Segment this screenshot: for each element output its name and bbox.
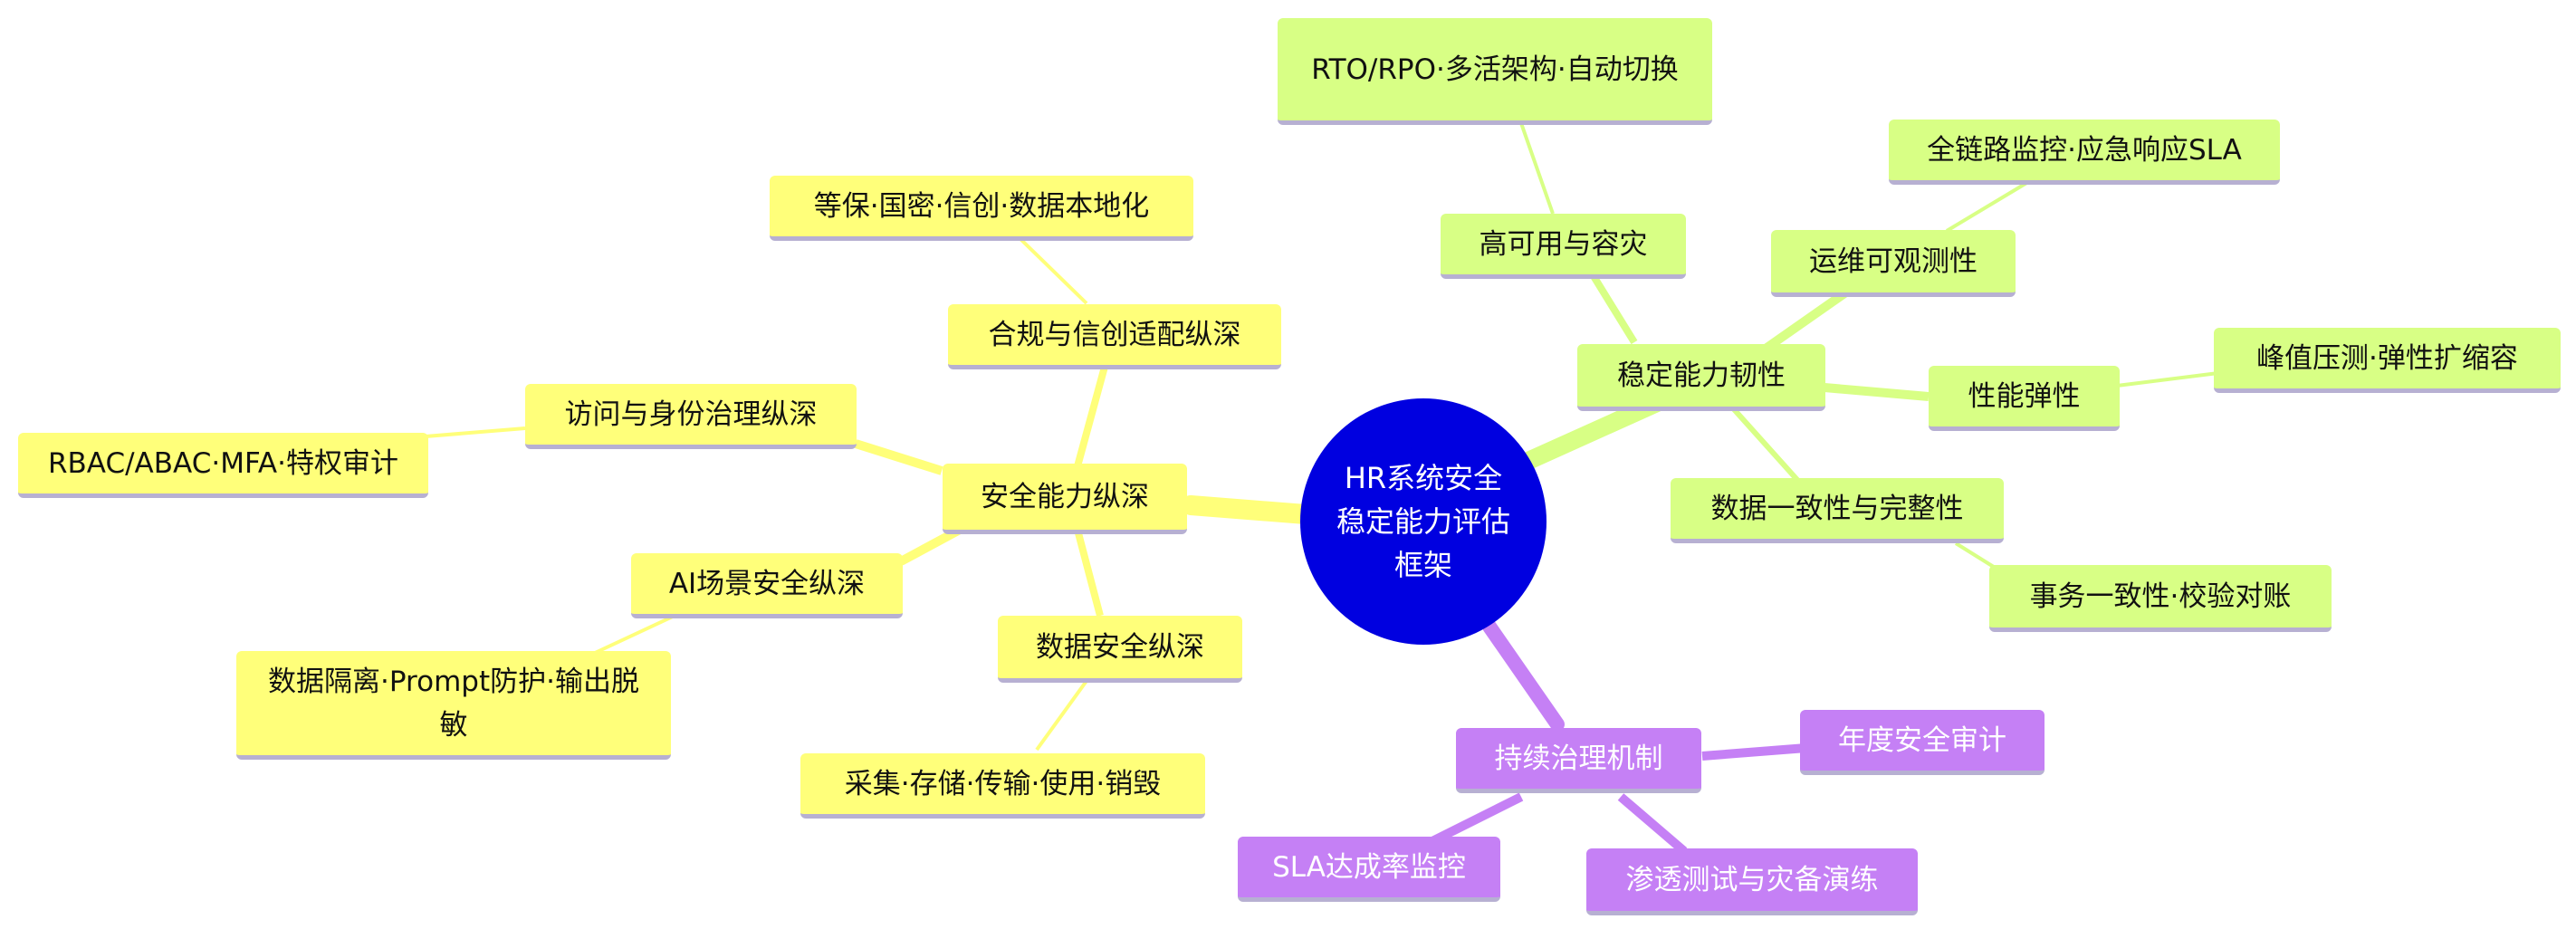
- node-data-detail[interactable]: 采集·存储·传输·使用·销毁: [800, 753, 1205, 819]
- node-stability[interactable]: 稳定能力韧性: [1577, 344, 1825, 411]
- node-security[interactable]: 安全能力纵深: [943, 464, 1187, 534]
- node-ops[interactable]: 运维可观测性: [1771, 230, 2016, 297]
- link-data-detail: [1035, 679, 1088, 752]
- link-root-governance: [1482, 619, 1565, 732]
- link-governance-pentest: [1617, 793, 1688, 855]
- node-ha-detail[interactable]: RTO/RPO·多活架构·自动切换: [1278, 18, 1712, 125]
- link-security-access: [854, 439, 943, 475]
- link-perf-detail: [2116, 371, 2219, 388]
- node-ai[interactable]: AI场景安全纵深: [631, 553, 903, 618]
- link-root-stability: [1521, 394, 1666, 469]
- link-stability-perf: [1824, 383, 1930, 401]
- link-ops-detail: [1945, 177, 2035, 233]
- link-security-data: [1074, 528, 1104, 618]
- link-stability-ops: [1763, 287, 1850, 353]
- node-access[interactable]: 访问与身份治理纵深: [525, 384, 857, 449]
- node-perf-detail[interactable]: 峰值压测·弹性扩缩容: [2214, 328, 2561, 393]
- link-compliance-detail: [1017, 235, 1088, 305]
- link-ai-detail: [592, 614, 675, 656]
- link-consistency-detail: [1954, 541, 1998, 570]
- link-ha-detail: [1519, 122, 1555, 215]
- link-access-detail: [425, 426, 526, 438]
- node-perf[interactable]: 性能弹性: [1929, 366, 2120, 431]
- node-ha[interactable]: 高可用与容灾: [1441, 214, 1686, 279]
- link-security-ai: [898, 525, 962, 566]
- node-compliance-detail[interactable]: 等保·国密·信创·数据本地化: [770, 176, 1193, 241]
- node-governance[interactable]: 持续治理机制: [1456, 728, 1701, 793]
- root-node[interactable]: HR系统安全稳定能力评估框架: [1300, 398, 1547, 645]
- node-governance-sla[interactable]: SLA达成率监控: [1238, 837, 1500, 902]
- node-ai-detail[interactable]: 数据隔离·Prompt防护·输出脱敏: [236, 651, 671, 760]
- node-consistency-detail[interactable]: 事务一致性·校验对账: [1989, 565, 2332, 632]
- node-governance-audit[interactable]: 年度安全审计: [1800, 710, 2045, 775]
- link-stability-consistency: [1731, 407, 1800, 483]
- link-root-security: [1181, 495, 1316, 524]
- node-consistency[interactable]: 数据一致性与完整性: [1671, 478, 2004, 543]
- link-governance-audit: [1701, 743, 1807, 761]
- node-ops-detail[interactable]: 全链路监控·应急响应SLA: [1889, 120, 2280, 185]
- node-access-detail[interactable]: RBAC/ABAC·MFA·特权审计: [18, 433, 428, 498]
- link-security-compliance: [1074, 365, 1108, 468]
- node-governance-pentest[interactable]: 渗透测试与灾备演练: [1586, 848, 1918, 915]
- link-stability-ha: [1590, 273, 1638, 345]
- node-compliance[interactable]: 合规与信创适配纵深: [948, 304, 1281, 369]
- node-data[interactable]: 数据安全纵深: [998, 616, 1242, 683]
